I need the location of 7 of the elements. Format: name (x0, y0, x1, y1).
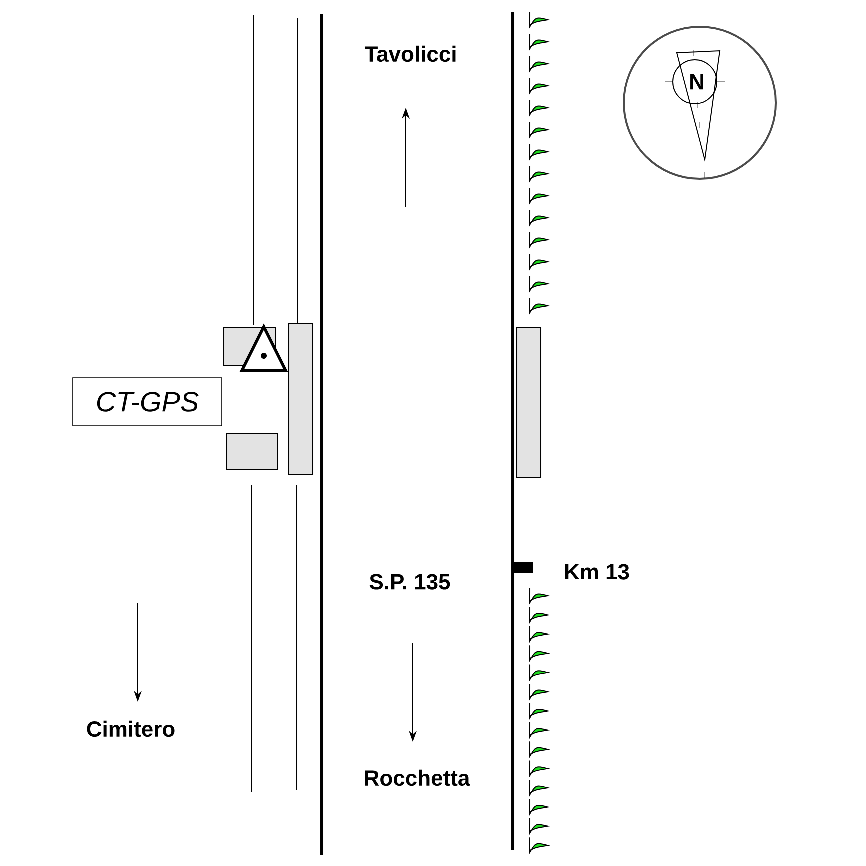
compass-letter: N (690, 74, 704, 90)
road-label: S.P. 135 (370, 574, 450, 590)
place-label: Rocchetta (365, 770, 470, 786)
place-label: Cimitero (87, 720, 175, 738)
km-label: Km 13 (565, 564, 630, 580)
place-label: Tavolicci (365, 46, 456, 62)
label-box: CT-GPS (72, 378, 222, 426)
